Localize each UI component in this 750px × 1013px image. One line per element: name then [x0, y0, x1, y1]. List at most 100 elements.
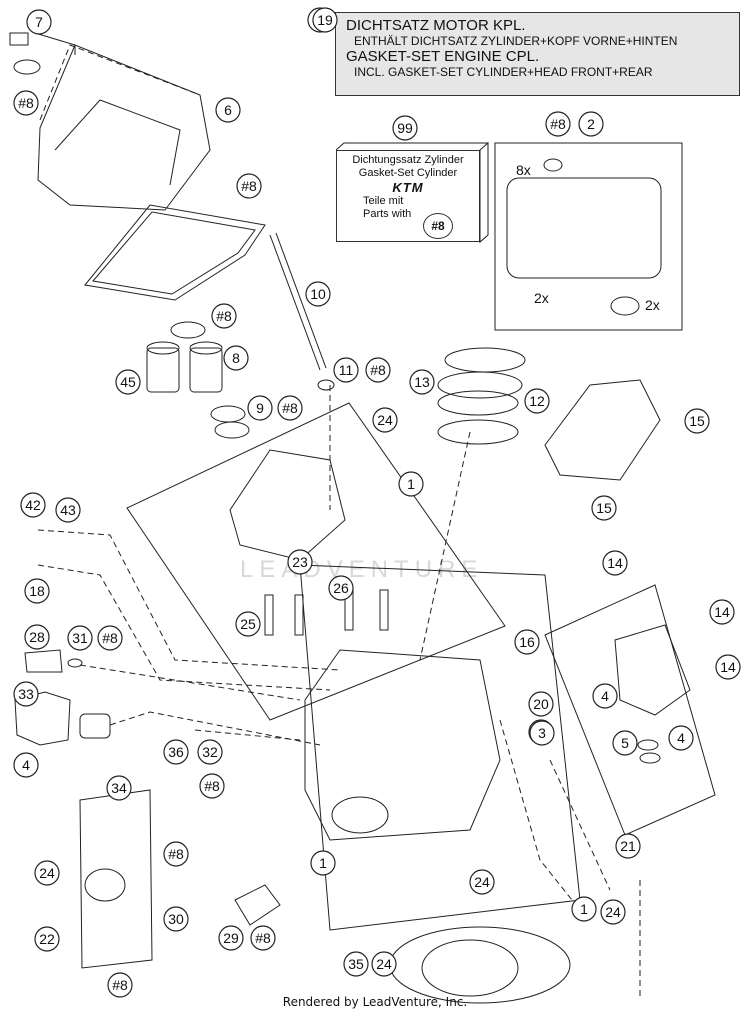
head-gasket-19 — [389, 926, 571, 1004]
cylinder-kit-box: Dichtungssatz Zylinder Gasket-Set Cylind… — [336, 150, 480, 242]
callout-label: 25 — [240, 616, 256, 632]
oring-8 — [170, 321, 206, 339]
clamp-13-top — [444, 347, 526, 373]
callout-circle — [469, 869, 495, 895]
kit-cover-gasket — [506, 177, 662, 279]
leader-33 — [109, 711, 321, 746]
callout-22: 22 — [34, 926, 60, 952]
gasket-set-header: DICHTSATZ MOTOR KPL. ENTHÄLT DICHTSATZ Z… — [335, 12, 740, 96]
part-7-seal — [13, 59, 41, 75]
callout-circle — [343, 951, 369, 977]
callout-label: 4 — [601, 688, 609, 704]
kit-box-side — [479, 141, 489, 244]
flange-33 — [14, 691, 71, 746]
kit-oring — [543, 158, 563, 172]
callout-circle — [392, 115, 418, 141]
gasket-kit-frame — [494, 142, 683, 331]
callout-1: 1 — [310, 850, 336, 876]
callout-hash-8: #8 — [199, 773, 225, 799]
cam-carrier-15 — [544, 379, 661, 481]
callout-circle — [398, 471, 424, 497]
callout-circle — [287, 549, 313, 575]
oring-9b — [214, 421, 250, 439]
callout-99: 99 — [392, 115, 418, 141]
manifold-12-b — [437, 390, 519, 416]
callout-circle — [372, 407, 398, 433]
callout-circle — [612, 730, 638, 756]
callout-label: 42 — [25, 497, 41, 513]
callout-label: 30 — [168, 911, 184, 927]
callout-10: 10 — [305, 281, 331, 307]
leader-lines — [37, 44, 641, 1000]
callout-circle — [524, 388, 550, 414]
leader-cover — [39, 44, 201, 121]
header-line-3: GASKET-SET ENGINE CPL. — [346, 48, 540, 65]
plate-hole — [84, 868, 126, 902]
callout-43: 43 — [55, 497, 81, 523]
callout-circle — [13, 752, 39, 778]
leader-18 — [37, 564, 331, 691]
callout-hash-8: #8 — [211, 303, 237, 329]
callout-label: 16 — [519, 634, 535, 650]
sensor-28 — [24, 649, 63, 673]
seal-35 — [234, 884, 281, 926]
callout-circle — [615, 833, 641, 859]
header-line-1: DICHTSATZ MOTOR KPL. — [346, 17, 526, 34]
qty-2x-a: 2x — [534, 290, 549, 306]
callout-label: 14 — [714, 604, 730, 620]
qty-2x-b: 2x — [645, 297, 660, 313]
callout-label: 6 — [224, 102, 232, 118]
callout-9: 9 — [247, 395, 273, 421]
callout-34: 34 — [106, 775, 132, 801]
callout-label: #8 — [168, 846, 184, 862]
callout-32: 32 — [197, 739, 223, 765]
callout-circle — [529, 720, 555, 746]
callout-label: 10 — [310, 286, 326, 302]
callout-hash-8: #8 — [163, 841, 189, 867]
callout-29: 29 — [218, 925, 244, 951]
callout-label: 26 — [333, 580, 349, 596]
callout-label: 45 — [120, 374, 136, 390]
callout-circle — [115, 369, 141, 395]
callout-label: 34 — [111, 780, 127, 796]
callout-circle — [211, 303, 237, 329]
callout-label: 24 — [605, 904, 621, 920]
callout-1: 1 — [398, 471, 424, 497]
callout-label: 1 — [319, 855, 327, 871]
bolt-10-b — [275, 232, 327, 369]
head-group-frame — [126, 402, 506, 721]
kit-line-1: Dichtungssatz Zylinder — [352, 154, 464, 166]
callout-label: 24 — [377, 412, 393, 428]
callout-label: 12 — [529, 393, 545, 409]
callout-13: 13 — [409, 369, 435, 395]
callout-label: 36 — [168, 744, 184, 760]
callout-circle — [199, 773, 225, 799]
callout-label: 14 — [720, 659, 736, 675]
callout-circle — [277, 395, 303, 421]
callout-circle — [250, 925, 276, 951]
callout-circle — [600, 899, 626, 925]
callout-label: 9 — [256, 400, 264, 416]
kit-line-4: Parts with — [363, 208, 412, 220]
callout-circle — [20, 492, 46, 518]
callout-label: 15 — [689, 413, 705, 429]
clamp-13-bottom — [437, 419, 519, 445]
callout-24: 24 — [371, 951, 397, 977]
callout-circle — [333, 357, 359, 383]
callout-label: #8 — [18, 95, 34, 111]
callout-4: 4 — [668, 725, 694, 751]
oring-5b — [639, 752, 661, 764]
sleeve-8 — [189, 347, 223, 393]
callout-circle — [312, 7, 338, 33]
callout-label: 33 — [18, 686, 34, 702]
callout-24: 24 — [469, 869, 495, 895]
callout-23: 23 — [287, 549, 313, 575]
valve-26b — [379, 589, 389, 631]
callout-15: 15 — [591, 495, 617, 521]
callout-7: 7 — [26, 9, 52, 35]
callout-24: 24 — [600, 899, 626, 925]
callout-15: 15 — [684, 408, 710, 434]
lower-group-frame — [299, 564, 581, 931]
qty-8x: 8x — [516, 162, 531, 178]
